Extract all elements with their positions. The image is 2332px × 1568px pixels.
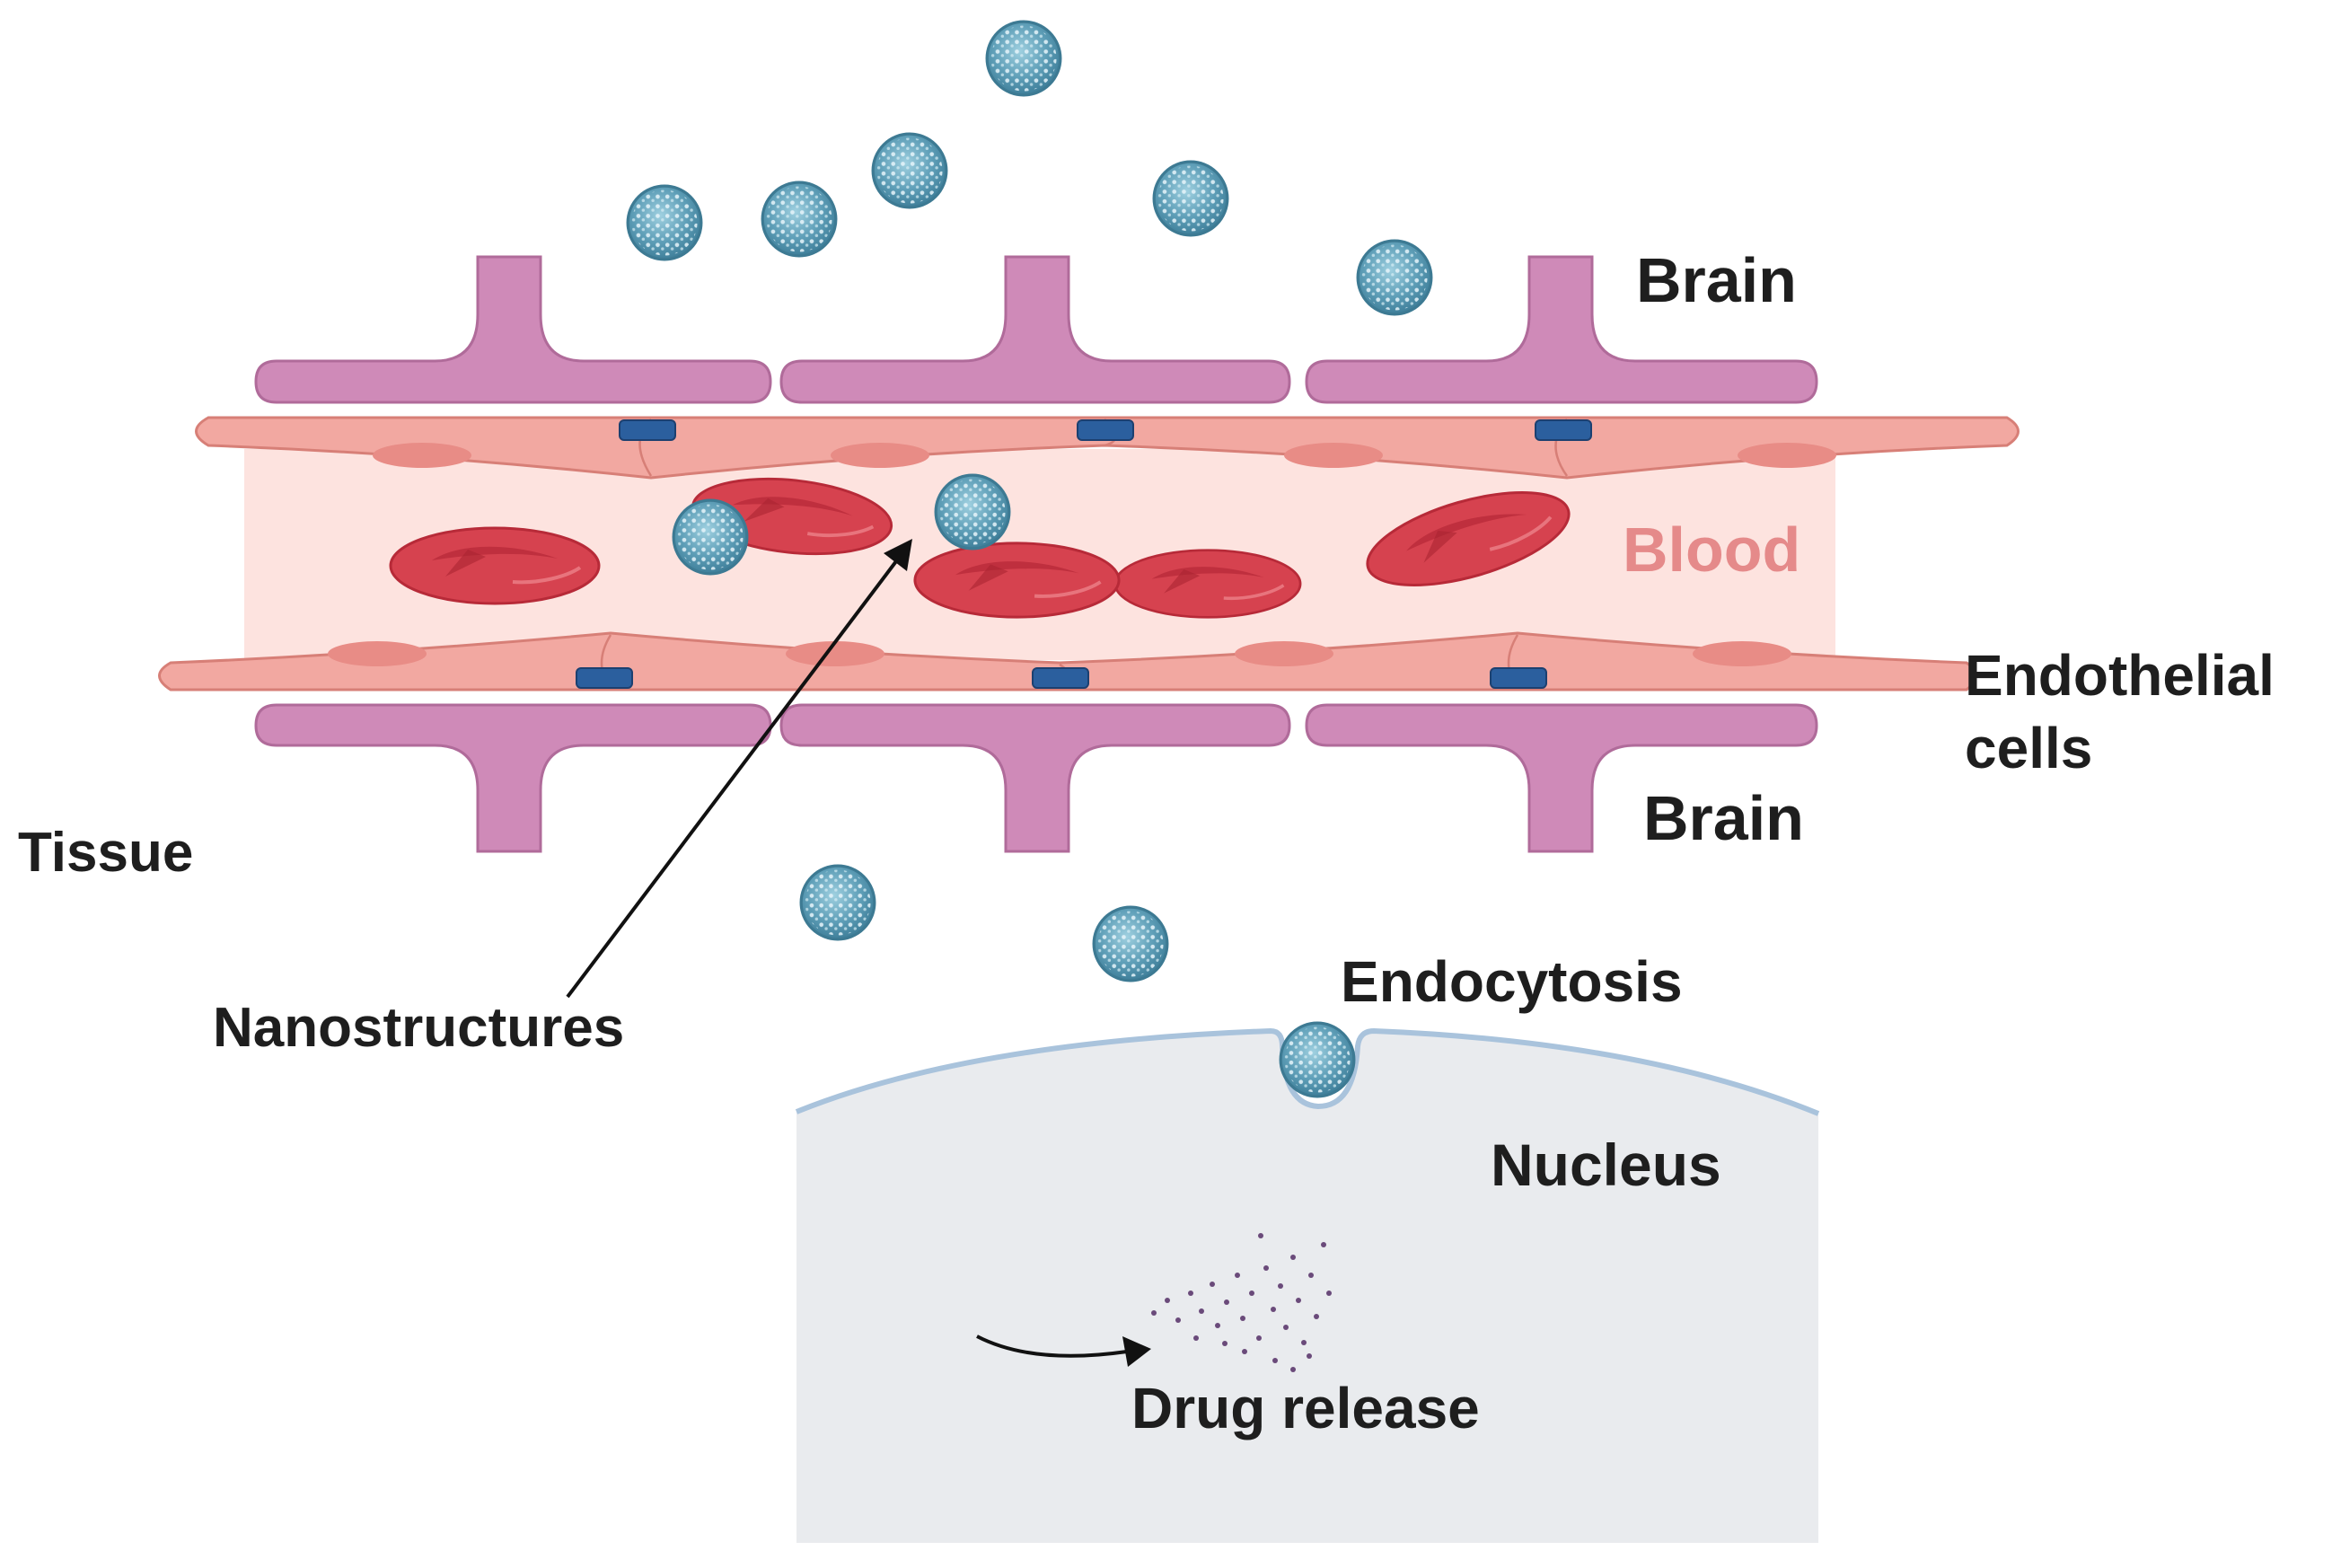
brain-top-label: Brain [1636, 245, 1797, 315]
nanoparticle-icon [1279, 1021, 1356, 1098]
red-blood-cell-icon [915, 543, 1119, 617]
nanostructures-arrow [566, 539, 912, 999]
astrocyte-endfoot-icon [779, 255, 1291, 404]
endocytosis-label: Endocytosis [1341, 949, 1683, 1014]
brain-bottom-label: Brain [1643, 783, 1804, 853]
nanoparticle-icon [871, 132, 948, 209]
tight-junctions [576, 419, 1592, 689]
astrocyte-endfoot-icon [1305, 255, 1818, 404]
endothelial-nucleus [1738, 443, 1836, 468]
tight-junction-icon [1077, 419, 1134, 441]
nanostructures-label: Nanostructures [213, 997, 624, 1059]
endothelial-nucleus [1693, 641, 1791, 666]
astrocyte-endfeet-bottom [254, 703, 1818, 853]
nucleus-label: Nucleus [1491, 1132, 1721, 1198]
astrocyte-endfoot-icon [779, 703, 1291, 853]
nanoparticle-icon [934, 473, 1011, 551]
nanoparticle-icon [799, 864, 876, 941]
tight-junction-icon [576, 667, 633, 689]
astrocyte-endfoot-icon [254, 255, 772, 404]
tight-junction-icon [1490, 667, 1547, 689]
astrocyte-endfeet-top [254, 255, 1818, 404]
drug-particles [1151, 1233, 1332, 1372]
nanoparticle-icon [985, 20, 1062, 97]
nanoparticle-icon [1092, 905, 1169, 982]
nanoparticle-icon [672, 498, 749, 576]
target-cell [795, 1021, 1820, 1543]
drug-release-arrow [976, 1335, 1151, 1367]
cell-membrane [795, 1027, 1820, 1116]
nanoparticle-icon [626, 184, 703, 261]
red-blood-cell-icon [391, 528, 599, 603]
endothelial-cells-label-line2: cells [1965, 716, 2092, 780]
tight-junction-icon [1535, 419, 1592, 441]
tight-junction-icon [1032, 667, 1089, 689]
nanoparticle-icon [1152, 160, 1229, 237]
endothelial-nucleus [1235, 641, 1333, 666]
blood-label: Blood [1623, 515, 1800, 585]
endothelial-nucleus [831, 443, 929, 468]
endothelial-cells-label-line1: Endothelial [1965, 643, 2275, 708]
tissue-label: Tissue [18, 822, 193, 884]
astrocyte-endfoot-icon [1305, 703, 1818, 853]
endothelial-nucleus [373, 443, 471, 468]
nanoparticle-icon [1356, 239, 1433, 316]
endothelial-nucleus [328, 641, 427, 666]
endothelial-nucleus [786, 641, 884, 666]
endothelial-nucleus [1284, 443, 1383, 468]
red-blood-cell-icon [1113, 548, 1303, 620]
drug-release-label: Drug release [1131, 1376, 1480, 1440]
nanoparticle-icon [761, 181, 838, 258]
tight-junction-icon [619, 419, 676, 441]
